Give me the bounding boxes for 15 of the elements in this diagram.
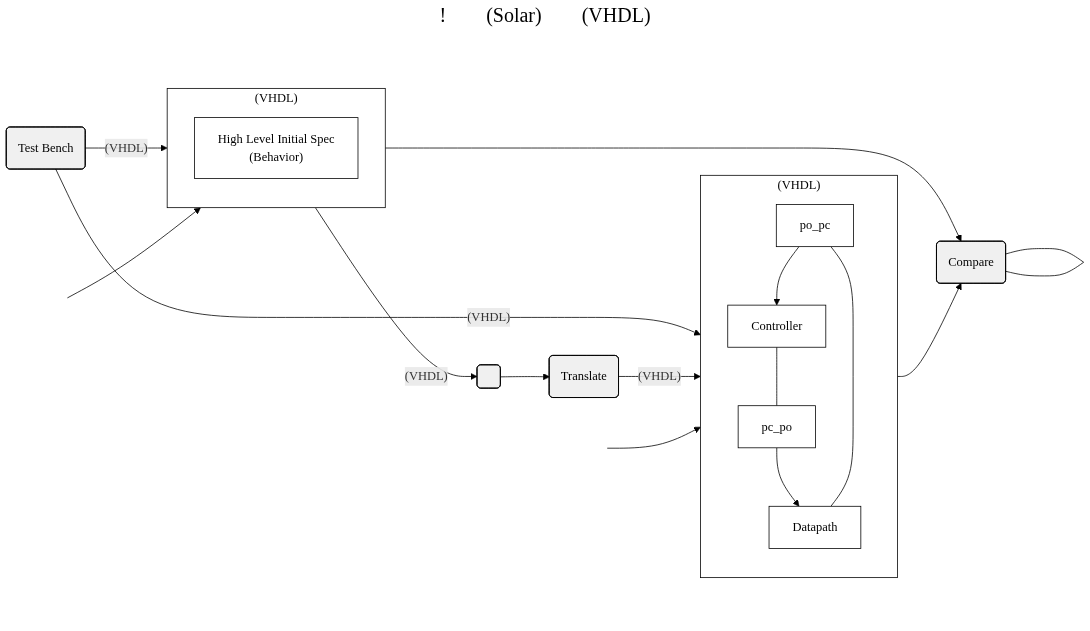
edge-label: (VHDL): [404, 369, 448, 383]
connector: [776, 346, 778, 407]
connector: [830, 246, 854, 507]
note-label: !: [439, 4, 447, 28]
edge-label: (VHDL): [467, 310, 511, 324]
node-box: pc_po: [737, 405, 816, 449]
note-label: (VHDL): [581, 4, 651, 29]
node-box: po_pc: [775, 204, 854, 248]
edge-label: (VHDL): [104, 141, 148, 155]
edge-label: (VHDL): [638, 369, 681, 383]
note-label: (Solar): [486, 4, 542, 28]
node-box: Controller: [727, 304, 827, 348]
connector: [1005, 248, 1085, 277]
node-box: Datapath: [768, 505, 862, 549]
node-box: High Level Initial Spec (Behavior): [194, 117, 359, 179]
